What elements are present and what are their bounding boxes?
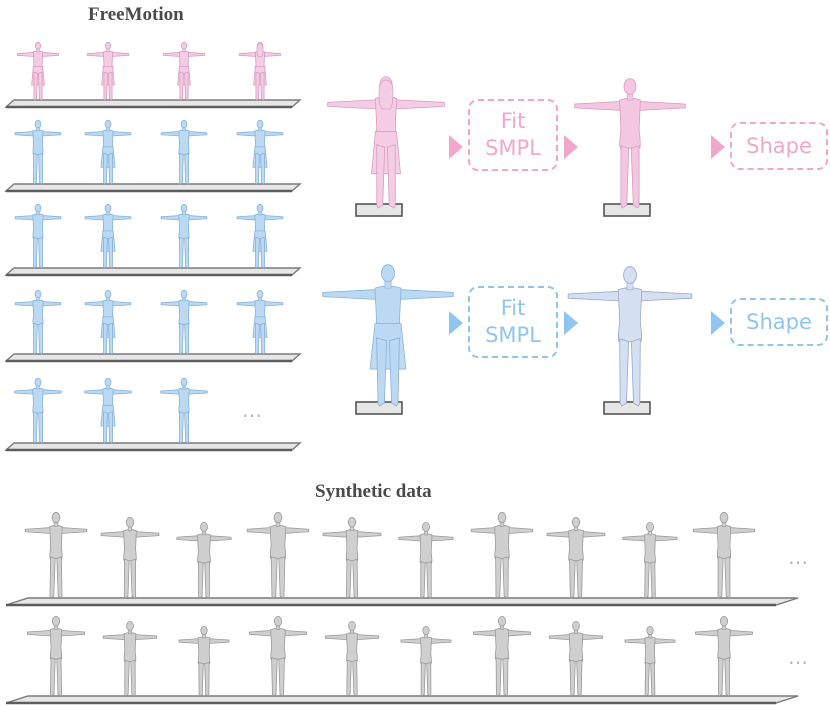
synthetic-row-2-figure-2 xyxy=(102,620,158,697)
synthetic-row-2-figure-7 xyxy=(473,616,531,697)
arrow-icon-pink-2 xyxy=(564,135,578,159)
pipeline-pink-fitted-figure xyxy=(574,78,686,209)
freemotion-figure-r4-c2 xyxy=(84,289,132,355)
pipeline-pink-fitted-stand xyxy=(603,203,651,217)
freemotion-figure-r2-c2 xyxy=(84,119,132,185)
freemotion-figure-r1-c2 xyxy=(86,41,130,101)
freemotion-figure-r4-c1 xyxy=(14,289,62,355)
arrow-icon-pink-3 xyxy=(711,135,725,159)
freemotion-title: FreeMotion xyxy=(88,4,184,25)
shape-box-pink: Shape xyxy=(730,122,828,170)
pipeline-blue-fitted-stand xyxy=(603,401,651,415)
freemotion-figure-r1-c3 xyxy=(162,41,206,101)
synthetic-row-2-figure-8 xyxy=(548,620,604,697)
freemotion-figure-r3-c1 xyxy=(14,203,62,269)
arrow-icon-pink-1 xyxy=(449,135,463,159)
shape-box-blue: Shape xyxy=(730,298,828,346)
freemotion-figure-r3-c3 xyxy=(160,203,208,269)
freemotion-figure-r3-c2 xyxy=(84,203,132,269)
freemotion-figure-r5-c3 xyxy=(160,377,208,444)
arrow-icon-blue-1 xyxy=(449,311,463,335)
freemotion-figure-r2-c3 xyxy=(160,119,208,185)
synthetic-row-2-figure-9 xyxy=(624,625,676,697)
pipeline-blue-input-figure xyxy=(322,264,454,407)
synthetic-row-1-figure-10 xyxy=(692,512,756,599)
synthetic-row-1-figure-4 xyxy=(246,512,310,599)
freemotion-ellipsis: … xyxy=(242,398,264,422)
freemotion-figure-r2-c1 xyxy=(14,119,62,185)
freemotion-figure-r1-c1 xyxy=(16,41,60,101)
shape-label: Shape xyxy=(746,309,812,334)
synthetic-row-2-figure-10 xyxy=(695,616,753,697)
fit-smpl-label-line2: SMPL xyxy=(485,136,541,160)
synthetic-ellipsis-row2: … xyxy=(788,645,810,669)
synthetic-row-1-figure-2 xyxy=(100,517,160,599)
arrow-icon-blue-2 xyxy=(564,311,578,335)
fit-smpl-label-line1: Fit xyxy=(500,109,526,133)
pipeline-blue-fitted-figure xyxy=(567,266,693,407)
synthetic-row-1-figure-6 xyxy=(398,521,454,599)
synthetic-row-2-figure-3 xyxy=(178,625,230,697)
synthetic-row-1-figure-7 xyxy=(470,512,534,599)
synthetic-row-1-figure-3 xyxy=(176,521,232,599)
synthetic-row-1-figure-8 xyxy=(546,517,606,599)
freemotion-figure-r3-c4 xyxy=(236,203,284,269)
pipeline-pink-input-figure xyxy=(327,76,445,209)
synthetic-data-title: Synthetic data xyxy=(315,481,432,502)
fit-smpl-box-blue: Fit SMPL xyxy=(468,286,558,358)
synthetic-row-1-figure-9 xyxy=(622,521,678,599)
arrow-icon-blue-3 xyxy=(711,311,725,335)
freemotion-figure-r5-c1 xyxy=(14,377,62,444)
freemotion-figure-r4-c3 xyxy=(160,289,208,355)
synthetic-row-2-figure-1 xyxy=(27,616,85,697)
synthetic-ellipsis-row1: … xyxy=(788,545,810,569)
synthetic-row-1-figure-5 xyxy=(322,517,382,599)
freemotion-figure-r4-c4 xyxy=(236,289,284,355)
fit-smpl-label-line2: SMPL xyxy=(485,323,541,347)
freemotion-figure-r5-c2 xyxy=(84,377,132,444)
freemotion-figure-r2-c4 xyxy=(236,119,284,185)
synthetic-row-2-figure-6 xyxy=(400,625,452,697)
synthetic-row-2-figure-4 xyxy=(249,616,307,697)
fit-smpl-box-pink: Fit SMPL xyxy=(468,99,558,171)
synthetic-row-1-figure-1 xyxy=(24,512,88,599)
shape-label: Shape xyxy=(746,133,812,158)
synthetic-row-2-figure-5 xyxy=(324,620,380,697)
fit-smpl-label-line1: Fit xyxy=(500,296,526,320)
freemotion-figure-r1-c4 xyxy=(238,41,282,101)
